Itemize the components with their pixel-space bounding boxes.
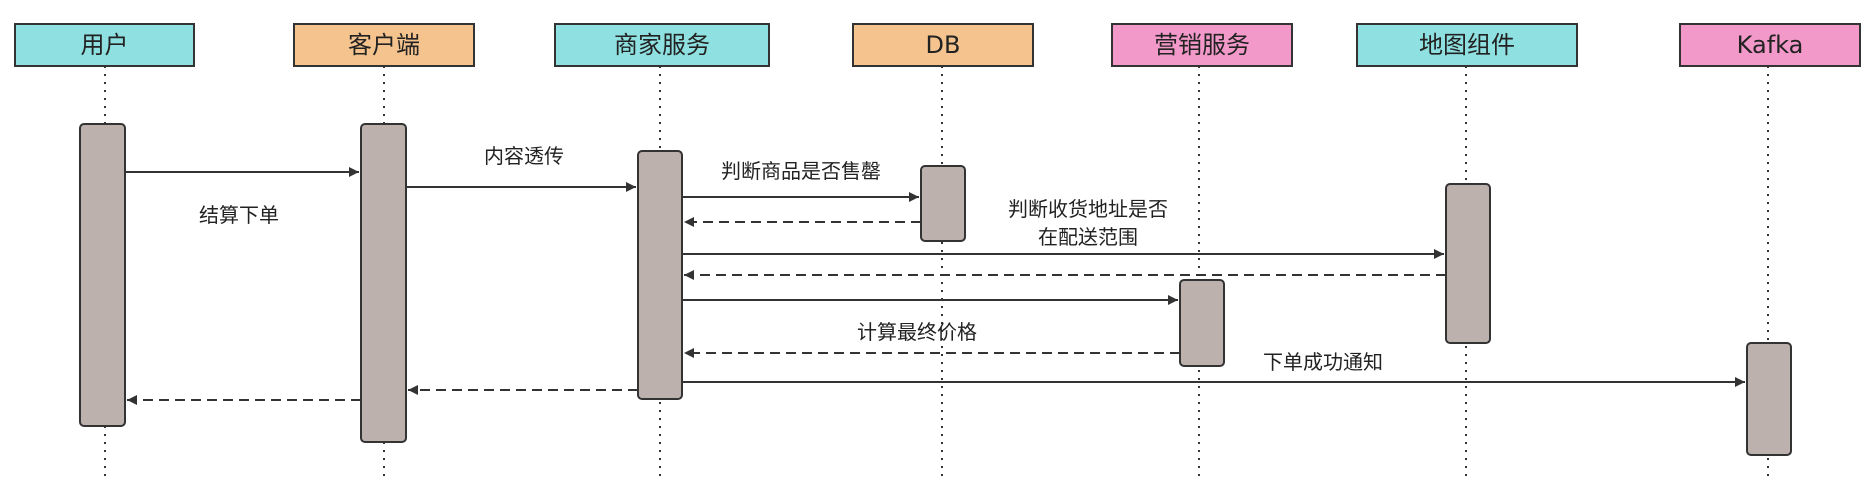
label-passthrough: 内容透传 — [484, 144, 564, 168]
activation-client — [360, 123, 407, 443]
messages — [125, 167, 1745, 405]
label-check-stock: 判断商品是否售罄 — [721, 159, 881, 183]
participant-label: Kafka — [1737, 31, 1804, 59]
activation-merchant — [637, 150, 683, 400]
message-labels: 结算下单 内容透传 判断商品是否售罄 判断收货地址是否 在配送范围 计算最终价格… — [199, 144, 1383, 374]
participant-user: 用户 — [14, 23, 195, 67]
participant-box — [1111, 23, 1293, 67]
participant-label: 营销服务 — [1154, 31, 1250, 59]
participant-marketing: 营销服务 — [1111, 23, 1293, 67]
participant-label: 地图组件 — [1419, 31, 1515, 59]
activation-marketing — [1179, 279, 1225, 367]
label-price-return: 计算最终价格 — [857, 320, 977, 344]
participant-map: 地图组件 — [1356, 23, 1578, 67]
participant-box — [14, 23, 195, 67]
lifelines — [104, 66, 1769, 478]
activations — [79, 123, 1792, 456]
participant-box — [1356, 23, 1578, 67]
participant-box — [554, 23, 770, 67]
participant-client: 客户端 — [293, 23, 475, 67]
participant-label: 商家服务 — [614, 31, 710, 59]
label-check-address: 判断收货地址是否 — [1008, 197, 1168, 221]
activation-kafka — [1746, 342, 1792, 456]
participant-box — [293, 23, 475, 67]
participant-merchant: 商家服务 — [554, 23, 770, 67]
participant-box — [1679, 23, 1861, 67]
activation-map — [1445, 183, 1491, 344]
activation-db — [920, 165, 966, 242]
participant-db: DB — [852, 23, 1034, 67]
label-checkout: 结算下单 — [199, 203, 279, 227]
label-check-address-2: 在配送范围 — [1038, 225, 1138, 249]
participant-label: DB — [926, 31, 961, 59]
participant-label: 客户端 — [348, 31, 420, 59]
participant-box — [852, 23, 1034, 67]
label-order-notify: 下单成功通知 — [1263, 350, 1383, 374]
activation-user — [79, 123, 126, 427]
participant-kafka: Kafka — [1679, 23, 1861, 67]
participant-label: 用户 — [81, 31, 129, 59]
